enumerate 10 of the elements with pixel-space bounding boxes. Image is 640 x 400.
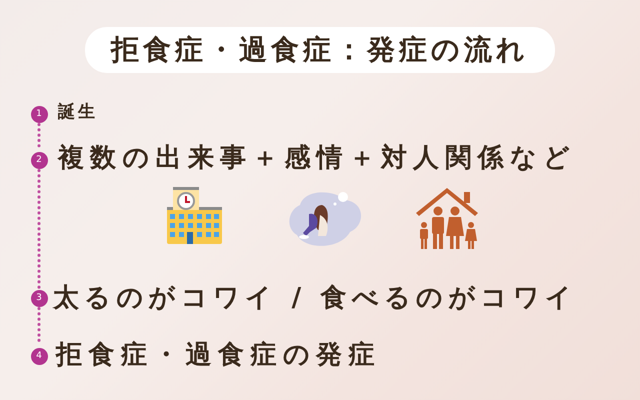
dotted-connector [38, 169, 40, 289]
step-text: 誕生 [58, 101, 98, 123]
number-circle: 2 [30, 152, 48, 168]
title-banner: 拒食症・過食症：発症の流れ [85, 27, 555, 73]
number-circle: 4 [30, 348, 48, 364]
number-circle: 3 [30, 290, 48, 306]
step-text: 拒食症・過食症の発症 [56, 339, 381, 372]
step-text: 複数の出来事＋感情＋対人関係など [58, 142, 576, 175]
number-circle: 1 [30, 106, 48, 122]
step-text: 太るのがコワイ / 食べるのがコワイ [53, 282, 578, 315]
